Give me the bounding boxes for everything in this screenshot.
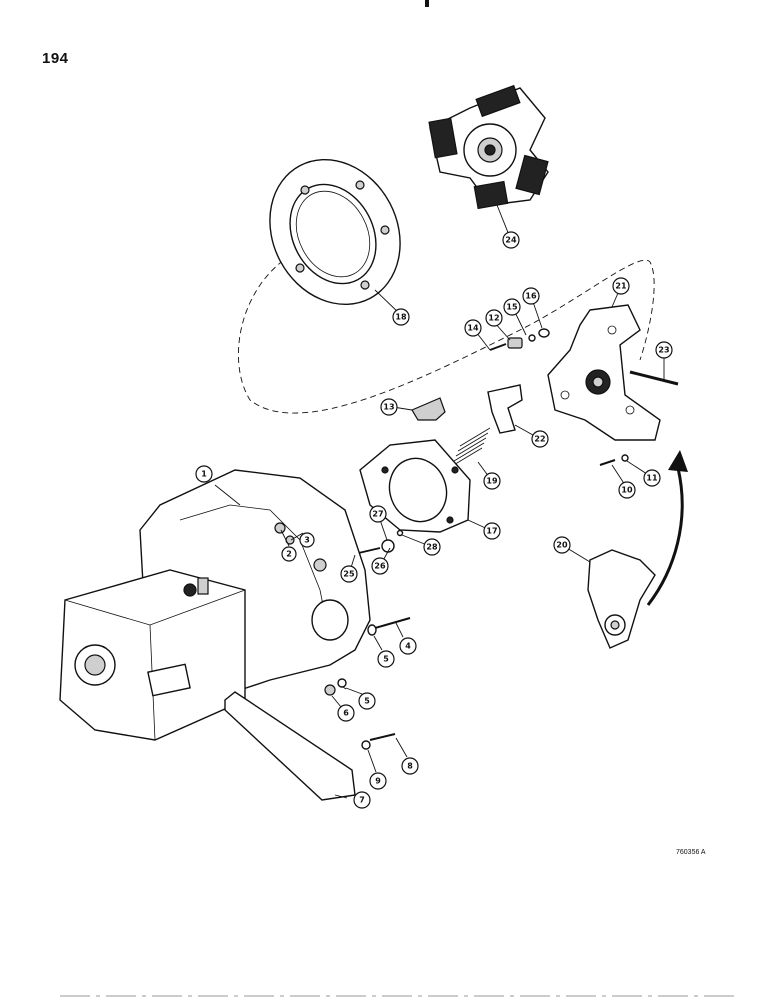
gearbox-body-part xyxy=(59,569,246,741)
callout-17: 17 xyxy=(483,522,501,540)
callout-12: 12 xyxy=(485,309,503,327)
callout-label: 7 xyxy=(359,796,365,805)
callout-24: 24 xyxy=(502,231,520,249)
top-edge-mark xyxy=(425,0,429,7)
callout-label: 1 xyxy=(201,470,207,479)
callout-15: 15 xyxy=(503,298,521,316)
callout-label: 3 xyxy=(304,536,310,545)
page-number: 194 xyxy=(42,50,69,67)
callout-label: 26 xyxy=(374,562,386,571)
callout-label: 5 xyxy=(364,697,370,706)
callout-label: 22 xyxy=(534,435,545,444)
assembly-dashed-path xyxy=(238,249,655,414)
callout-9: 9 xyxy=(369,772,387,790)
callout-16: 16 xyxy=(522,287,540,305)
callout-label: 13 xyxy=(383,403,394,412)
callout-label: 19 xyxy=(486,477,498,486)
callout-7: 7 xyxy=(353,791,371,809)
callout-label: 6 xyxy=(343,709,349,718)
callout-28: 28 xyxy=(423,538,441,556)
small-hardware-12-16 xyxy=(489,328,550,351)
release-fork-part xyxy=(487,384,523,434)
callout-label: 25 xyxy=(343,570,355,579)
callout-18: 18 xyxy=(392,308,410,326)
callout-13: 13 xyxy=(380,398,398,416)
curved-arrow xyxy=(646,450,688,606)
callout-27: 27 xyxy=(369,505,387,523)
callout-6: 6 xyxy=(337,704,355,722)
callout-25: 25 xyxy=(340,565,358,583)
callout-label: 24 xyxy=(505,236,517,245)
callout-label: 9 xyxy=(375,777,381,786)
callout-4: 4 xyxy=(399,637,417,655)
callout-label: 27 xyxy=(372,510,383,519)
callout-21: 21 xyxy=(612,277,630,295)
callout-label: 5 xyxy=(383,655,389,664)
rod-part xyxy=(629,370,679,386)
callout-label: 12 xyxy=(488,314,499,323)
callout-10: 10 xyxy=(618,481,636,499)
callout-label: 18 xyxy=(395,313,407,322)
callout-label: 21 xyxy=(615,282,627,291)
small-hardware-10-11 xyxy=(599,454,629,466)
callout-label: 28 xyxy=(426,543,438,552)
callout-label: 4 xyxy=(405,642,411,651)
callout-label: 23 xyxy=(658,346,669,355)
retainer-plate-part xyxy=(359,439,471,533)
pressure-plate-part xyxy=(269,158,401,306)
callout-2: 2 xyxy=(281,546,297,562)
callout-label: 10 xyxy=(621,486,633,495)
callout-23: 23 xyxy=(655,341,673,359)
callout-label: 16 xyxy=(525,292,537,301)
callout-1: 1 xyxy=(195,465,213,483)
leader-lines xyxy=(214,204,665,799)
callout-26: 26 xyxy=(371,557,389,575)
callout-label: 14 xyxy=(467,324,479,333)
callout-8: 8 xyxy=(401,757,419,775)
release-bracket-part xyxy=(547,304,661,441)
callout-label: 11 xyxy=(646,474,658,483)
callout-3: 3 xyxy=(299,532,315,548)
clip-part xyxy=(411,397,446,421)
alternate-bracket-part xyxy=(587,549,656,649)
callout-19: 19 xyxy=(483,472,501,490)
callout-label: 2 xyxy=(286,550,292,559)
callout-20: 20 xyxy=(553,536,571,554)
drawing-reference: 760356 A xyxy=(676,849,706,856)
callout-5a: 5 xyxy=(377,650,395,668)
callout-11: 11 xyxy=(643,469,661,487)
small-hardware-4-9 xyxy=(324,617,411,750)
callout-5b: 5 xyxy=(358,692,376,710)
spring-part xyxy=(451,427,491,467)
cover-plate-part xyxy=(224,691,356,801)
clutch-disc-part xyxy=(428,84,549,210)
callout-label: 15 xyxy=(506,303,518,312)
callout-label: 17 xyxy=(486,527,497,536)
callout-22: 22 xyxy=(531,430,549,448)
callout-14: 14 xyxy=(464,319,482,337)
callout-label: 8 xyxy=(407,762,413,771)
callout-label: 20 xyxy=(556,541,568,550)
